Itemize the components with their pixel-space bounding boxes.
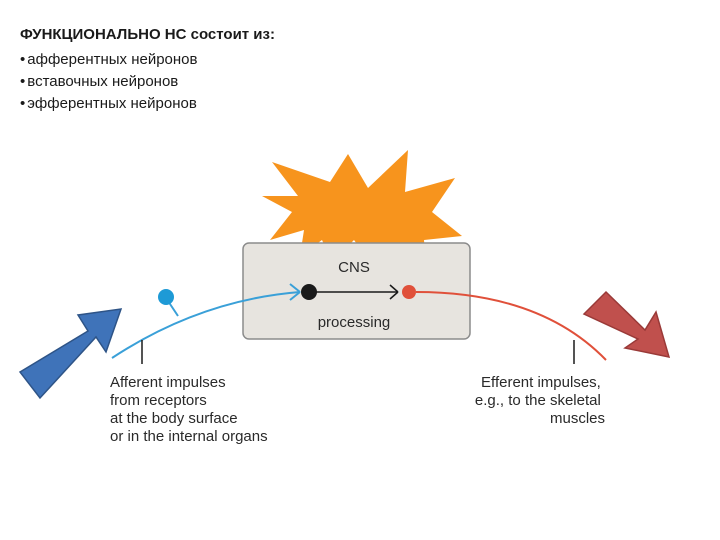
stimulus-starburst (262, 150, 462, 270)
output-arrow-icon (582, 290, 671, 358)
efferent-caption-line-2: e.g., to the skeletal (475, 392, 601, 409)
input-arrow-icon (18, 308, 123, 400)
efferent-caption-line-3: muscles (550, 410, 605, 427)
bullet-efferent: эфферентных нейронов (20, 93, 275, 115)
interneuron-cell (301, 284, 317, 300)
cns-label: CNS (338, 259, 370, 276)
cns-box (242, 242, 471, 340)
afferent-pathway (111, 291, 301, 359)
afferent-caption-line-2: from receptors (110, 392, 207, 409)
afferent-caption: Afferent impulses from receptors at the … (110, 374, 268, 445)
efferent-cell (402, 285, 416, 299)
afferent-receptor (158, 289, 174, 305)
title-block: ФУНКЦИОНАЛЬНО НС состоит из: афферентных… (20, 26, 275, 115)
interneuron-synapse-cup (389, 284, 399, 300)
efferent-pathway (415, 291, 607, 361)
efferent-caption: Efferent impulses, e.g., to the skeletal… (475, 374, 605, 427)
bullet-afferent: афферентных нейронов (20, 49, 275, 71)
bullet-interneuron: вставочных нейронов (20, 71, 275, 93)
processing-label: processing (318, 314, 391, 331)
afferent-caption-line-4: or in the internal organs (110, 428, 268, 445)
bullet-list: афферентных нейронов вставочных нейронов… (20, 49, 275, 115)
slide-heading: ФУНКЦИОНАЛЬНО НС состоит из: (20, 26, 275, 43)
afferent-caption-line-3: at the body surface (110, 410, 238, 427)
afferent-caption-line-1: Afferent impulses (110, 374, 226, 391)
afferent-synapse-cup (289, 283, 301, 301)
efferent-caption-line-1: Efferent impulses, (481, 374, 601, 391)
